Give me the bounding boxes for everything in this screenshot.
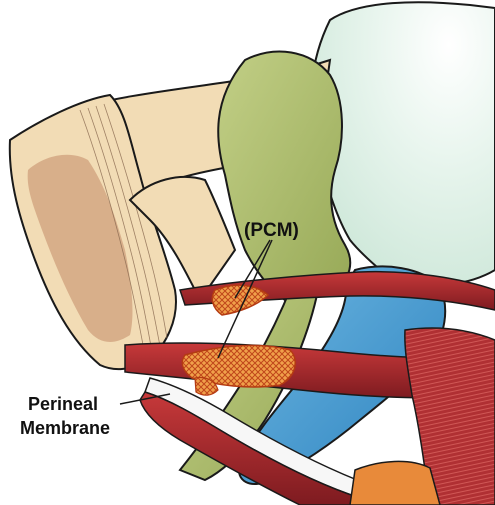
pcm-label: (PCM) [244, 220, 299, 241]
perineal-label-line1: Perineal [28, 394, 98, 414]
uterus [218, 52, 350, 300]
perineal-label-line2: Membrane [20, 418, 110, 438]
perineal-body [350, 461, 440, 505]
